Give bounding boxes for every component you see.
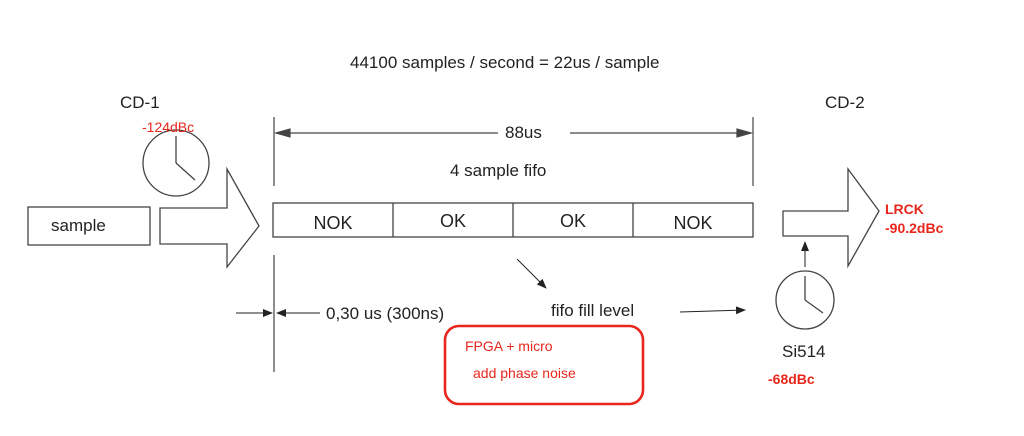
lrck-label: LRCK [885,201,924,217]
fifo-cell-3: OK [559,211,586,231]
source-name: CD-1 [120,93,160,112]
timing-value: 0,30 [326,304,360,323]
fifo-cell-1: NOK [313,213,353,233]
fpga-note-line1: FPGA + micro [465,338,553,354]
oscillator-noise: -68dBc [768,371,815,387]
oscillator-name: Si514 [782,342,826,361]
fpga-note-line2: add phase noise [473,365,576,381]
fill-level-to-oscillator-arrow [679,306,746,315]
fifo-cell-4: NOK [673,213,713,233]
fifo-fill-level-label: fifo fill level [551,301,635,320]
sample-rate-text: 44100 samples / second = 22us / sample [350,53,660,72]
timing-label: 0,30 us (300ns) [326,305,444,322]
fifo-cells-grid [272,202,754,238]
timing-unit: us (300ns) [363,304,445,323]
si514-clock-icon [775,270,835,330]
input-block-arrow [159,166,260,269]
fifo-cell-2: OK [439,211,466,231]
source-clock-noise: -124dBc [142,119,195,135]
fifo-span-dimension [273,117,754,186]
sample-box [27,206,151,246]
output-block-arrow [782,167,880,269]
cd1-clock-icon [142,129,210,197]
dest-name: CD-2 [825,93,865,112]
fifo-span-number: 88 [505,123,524,142]
lrck-noise: -90.2dBc [885,220,944,236]
fill-level-pointer-arrow [516,258,547,289]
sample-label: sample [51,216,106,235]
fifo-span-unit: us [523,123,542,142]
fpga-note-box [443,324,645,406]
fifo-span-value: 88us [505,124,542,141]
fifo-label: 4 sample fifo [450,161,547,180]
